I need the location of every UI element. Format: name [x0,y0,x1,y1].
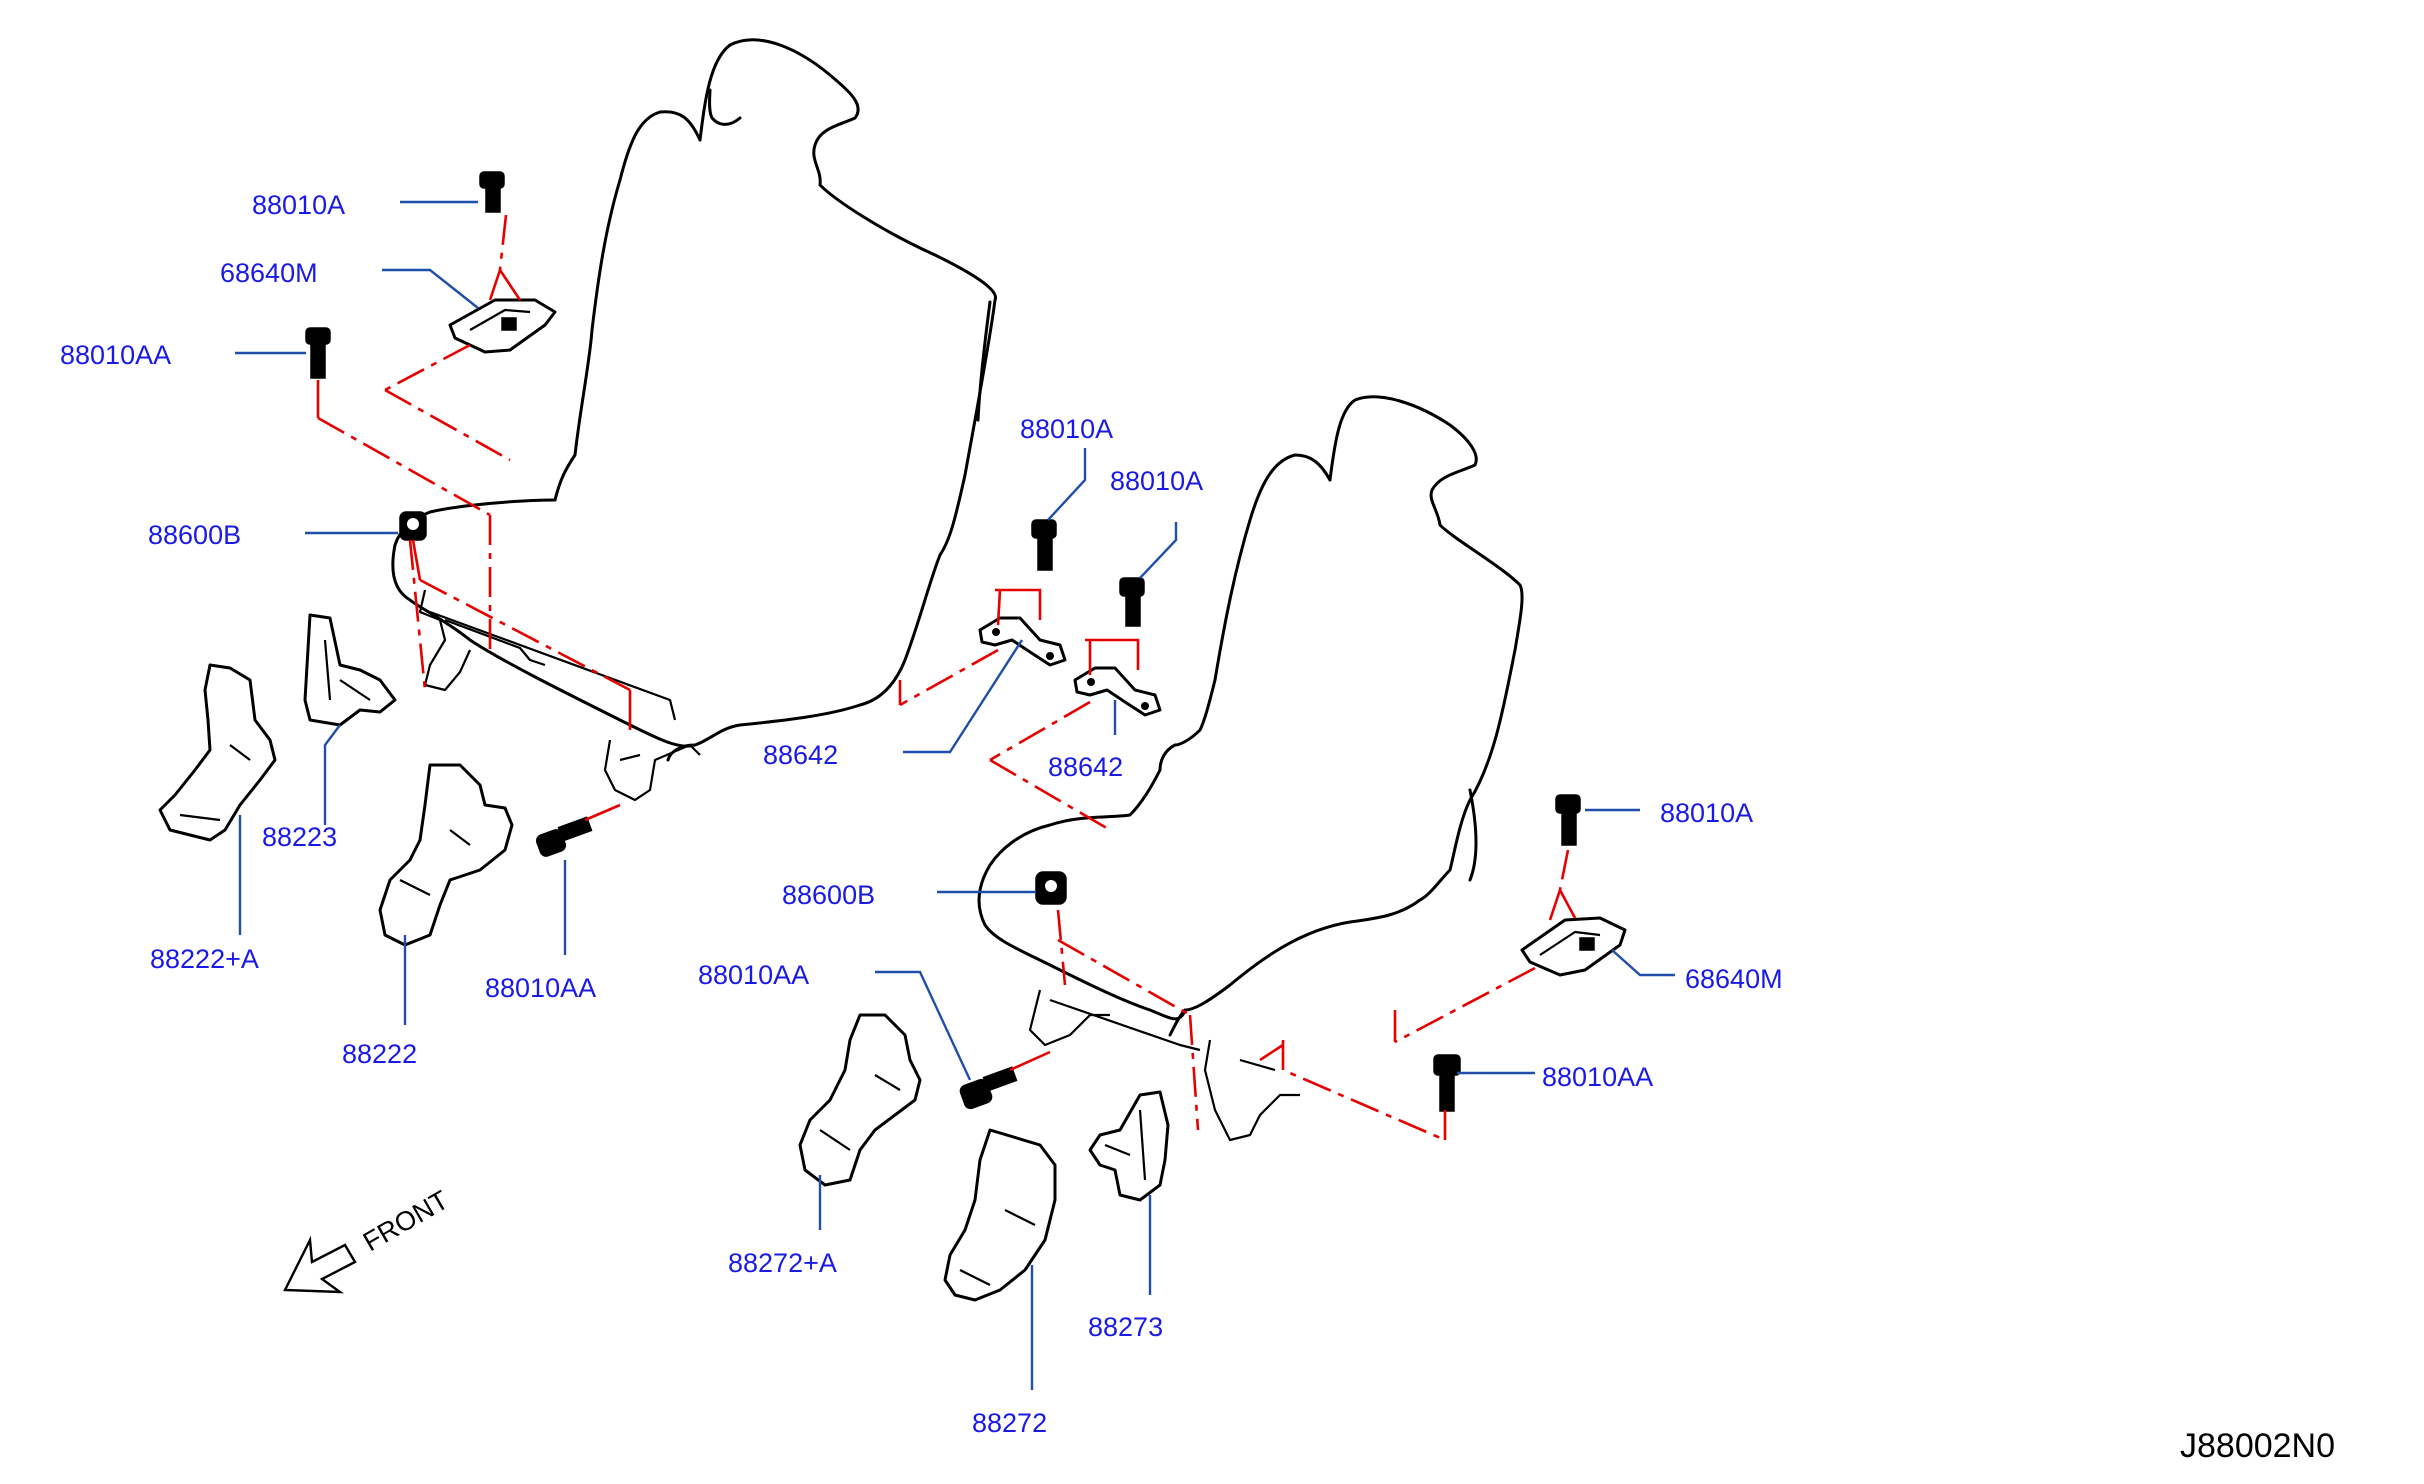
bolt-icon [959,1066,1018,1110]
right-seat [977,395,1524,1142]
callout-88223: 88223 [262,822,337,852]
diagram-code: J88002N0 [2180,1427,2335,1465]
front-direction-indicator: FRONT [283,1185,454,1294]
cover-88272-icon [943,1128,1057,1302]
callout-68640m-2: 68640M [1685,964,1783,994]
cover-88223-icon [303,613,397,727]
callout-88273: 88273 [1088,1312,1163,1342]
bolt-icon [305,327,331,379]
nut-icon [399,511,427,541]
bolt-icon [1555,794,1581,846]
cover-88272a-icon [798,1013,922,1187]
cover-88222-icon [378,763,514,947]
callout-88010aa-2: 88010AA [485,973,596,1003]
nut-icon [1035,871,1067,905]
bracket-88642-icon [1073,666,1162,717]
callout-88642-2: 88642 [1048,752,1123,782]
callout-88222a: 88222+A [150,944,259,974]
bolt-icon [535,816,593,857]
left-seat-parts [158,171,593,947]
right-guide-lines [898,588,1577,1142]
leader-lines [235,200,1675,1390]
bolt-icon [1433,1054,1461,1112]
callout-88010aa-3: 88010AA [698,960,809,990]
bolt-icon [1119,577,1145,627]
front-label: FRONT [358,1185,454,1257]
callout-88600b-2: 88600B [782,880,875,910]
callout-88010aa-4: 88010AA [1542,1062,1653,1092]
callout-88010a-4: 88010A [1660,798,1753,828]
callout-88272a: 88272+A [728,1248,837,1278]
callout-88010a-3: 88010A [1110,466,1203,496]
bracket-88642-icon [978,616,1067,667]
callout-88272: 88272 [972,1408,1047,1438]
bolt-icon [1031,519,1057,571]
bracket-icon [1520,916,1627,977]
callout-labels: 88010A 68640M 88010AA 88600B 88223 88222… [60,190,1783,1438]
callout-88010a-1: 88010A [252,190,345,220]
callout-88010a-2: 88010A [1020,414,1113,444]
callout-88642-1: 88642 [763,740,838,770]
bolt-icon [479,171,505,213]
left-guide-lines [316,214,632,822]
callout-88010aa-1: 88010AA [60,340,171,370]
right-seat-parts [798,519,1627,1302]
callout-88222: 88222 [342,1039,417,1069]
callout-88600b-1: 88600B [148,520,241,550]
cover-88273-icon [1088,1090,1170,1202]
front-arrow-icon [283,1235,357,1294]
cover-88222a-icon [158,663,277,842]
callout-68640m-1: 68640M [220,258,318,288]
left-seat [391,38,997,802]
